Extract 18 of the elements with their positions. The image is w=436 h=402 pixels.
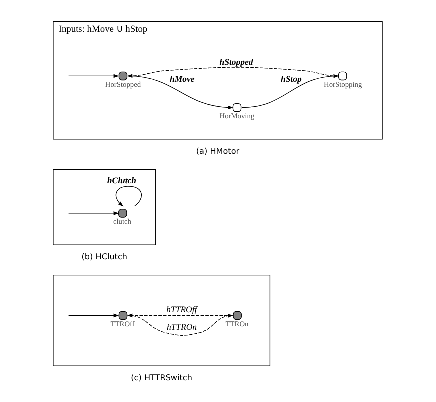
node-label: TTROn (226, 319, 249, 328)
edge-label: hStop (280, 74, 302, 84)
arrow (68, 74, 120, 78)
node-label: HorStopped (105, 80, 142, 89)
arrow (116, 186, 142, 207)
node-label: TTROff (110, 319, 135, 328)
edge-label: hClutch (107, 175, 137, 186)
arrow (68, 314, 120, 318)
arrow (68, 212, 120, 216)
edge-label: hTTROff (166, 304, 198, 315)
cluster (53, 275, 271, 366)
node-label: HorStopping (324, 80, 362, 89)
edge-label: hTTROn (166, 322, 198, 332)
edge-label: hMove (170, 74, 195, 84)
node-label: HorMoving (220, 111, 255, 120)
node-label: clutch (113, 217, 132, 226)
edge-label: hStopped (220, 57, 254, 68)
cluster (53, 169, 156, 246)
